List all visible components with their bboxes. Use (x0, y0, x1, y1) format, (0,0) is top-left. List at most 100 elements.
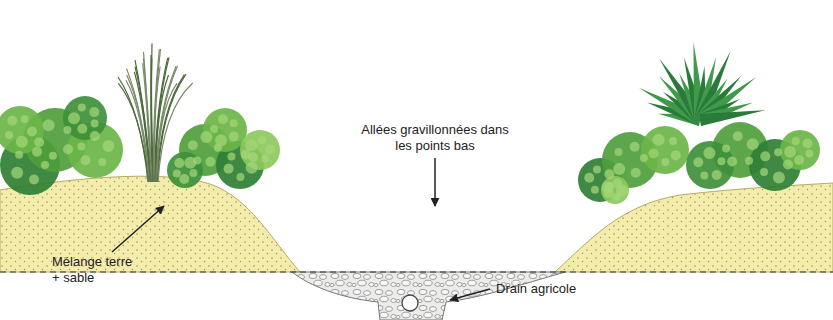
leaf-spot (200, 131, 212, 143)
leaf-spot (640, 154, 648, 162)
ground-line (0, 271, 833, 272)
leaf-spot (792, 137, 800, 145)
grass-blade (158, 83, 193, 182)
leaf-spot (805, 150, 813, 158)
spiky-leaf (699, 110, 765, 126)
label: Mélange terre + sable (52, 254, 136, 286)
leaf-spot (174, 158, 184, 168)
leader-arrow (434, 158, 436, 206)
leaf-spot (774, 148, 782, 156)
leaf-spot (227, 153, 235, 161)
leaf-spot (15, 151, 23, 159)
leaf-spot (248, 152, 258, 162)
grass-blade (118, 83, 148, 182)
leaf-spot (760, 151, 770, 161)
leaf-spot (77, 142, 85, 150)
shrub (641, 126, 689, 174)
leaf-spot (669, 137, 677, 145)
leaf-spot (747, 138, 759, 150)
leaf-spot (631, 168, 641, 178)
leaf-spot (189, 169, 197, 177)
grass-blade (144, 52, 152, 182)
leaf-spot (630, 142, 640, 152)
leaf-spot (68, 112, 80, 124)
leaf-spot (7, 116, 17, 126)
leaf-spot (258, 136, 266, 144)
leaf-spot (80, 155, 90, 165)
leaf-spot (21, 115, 29, 123)
leaf-spot (261, 155, 269, 163)
shrub (780, 130, 820, 170)
leaf-spot (615, 148, 623, 156)
leaf-spot (91, 119, 99, 127)
shrub (203, 108, 247, 152)
leaf-spot (613, 163, 625, 175)
leaf-spot (179, 174, 189, 184)
leaf-spot (230, 119, 238, 127)
leaf-spot (210, 125, 218, 133)
leaf-spot (745, 157, 753, 165)
leaf-spot (671, 150, 681, 160)
label: Drain agricole (496, 281, 576, 297)
shrub (601, 176, 629, 204)
leader-arrow (450, 289, 490, 300)
leaf-spot (173, 170, 181, 178)
drain-pipe (402, 295, 418, 311)
leader-arrow (112, 206, 164, 252)
leaf-spot (783, 160, 793, 170)
leaf-spot (78, 103, 86, 111)
leaf-spot (218, 114, 228, 124)
leaf-spot (229, 132, 239, 142)
leaf-spot (717, 157, 725, 165)
leaf-spot (77, 124, 87, 134)
leaf-spot (604, 169, 614, 179)
grass-blade (157, 75, 185, 182)
leaf-spot (722, 144, 730, 152)
leaf-spot (215, 134, 227, 146)
leaf-spot (29, 174, 39, 184)
leaf-spot (727, 157, 737, 167)
leaf-spot (224, 164, 234, 174)
leaf-spot (16, 136, 28, 148)
leaf-spot (63, 126, 71, 134)
leaf-spot (43, 119, 55, 131)
leaf-spot (245, 139, 257, 151)
leaf-spot (5, 131, 13, 139)
leaf-spot (89, 107, 99, 117)
leaf-spot (703, 147, 715, 159)
leaf-spot (593, 165, 601, 173)
leaf-spot (11, 167, 23, 179)
leaf-spot (206, 157, 216, 167)
leaf-spot (693, 157, 703, 167)
leaf-spot (794, 155, 804, 165)
leaf-spot (649, 148, 659, 158)
leaf-spot (41, 161, 49, 169)
leaf-spot (236, 173, 244, 181)
grass-blade (158, 74, 186, 182)
grass-blade (157, 83, 177, 182)
plants (0, 42, 820, 204)
leaf-spot (188, 140, 198, 150)
leaf-spot (661, 158, 669, 166)
leaf-spot (34, 137, 44, 147)
leaf-spot (102, 140, 114, 152)
leaf-spot (90, 131, 100, 141)
leaf-spot (49, 152, 57, 160)
label: Allées gravillonnées dans les points bas (355, 122, 515, 154)
shrub (167, 152, 203, 188)
leaf-spot (712, 170, 722, 180)
leaf-spot (604, 188, 614, 198)
leaf-spot (63, 144, 73, 154)
leaf-spot (803, 138, 813, 148)
leaf-spot (27, 126, 37, 136)
leaf-spot (653, 134, 665, 146)
shrub (240, 130, 280, 170)
leaf-spot (32, 147, 42, 157)
leaf-spot (584, 173, 594, 183)
shrub (686, 141, 734, 189)
shrub (0, 106, 44, 154)
leaf-spot (760, 168, 768, 176)
leaf-spot (784, 146, 796, 158)
leaf-spot (184, 157, 196, 169)
